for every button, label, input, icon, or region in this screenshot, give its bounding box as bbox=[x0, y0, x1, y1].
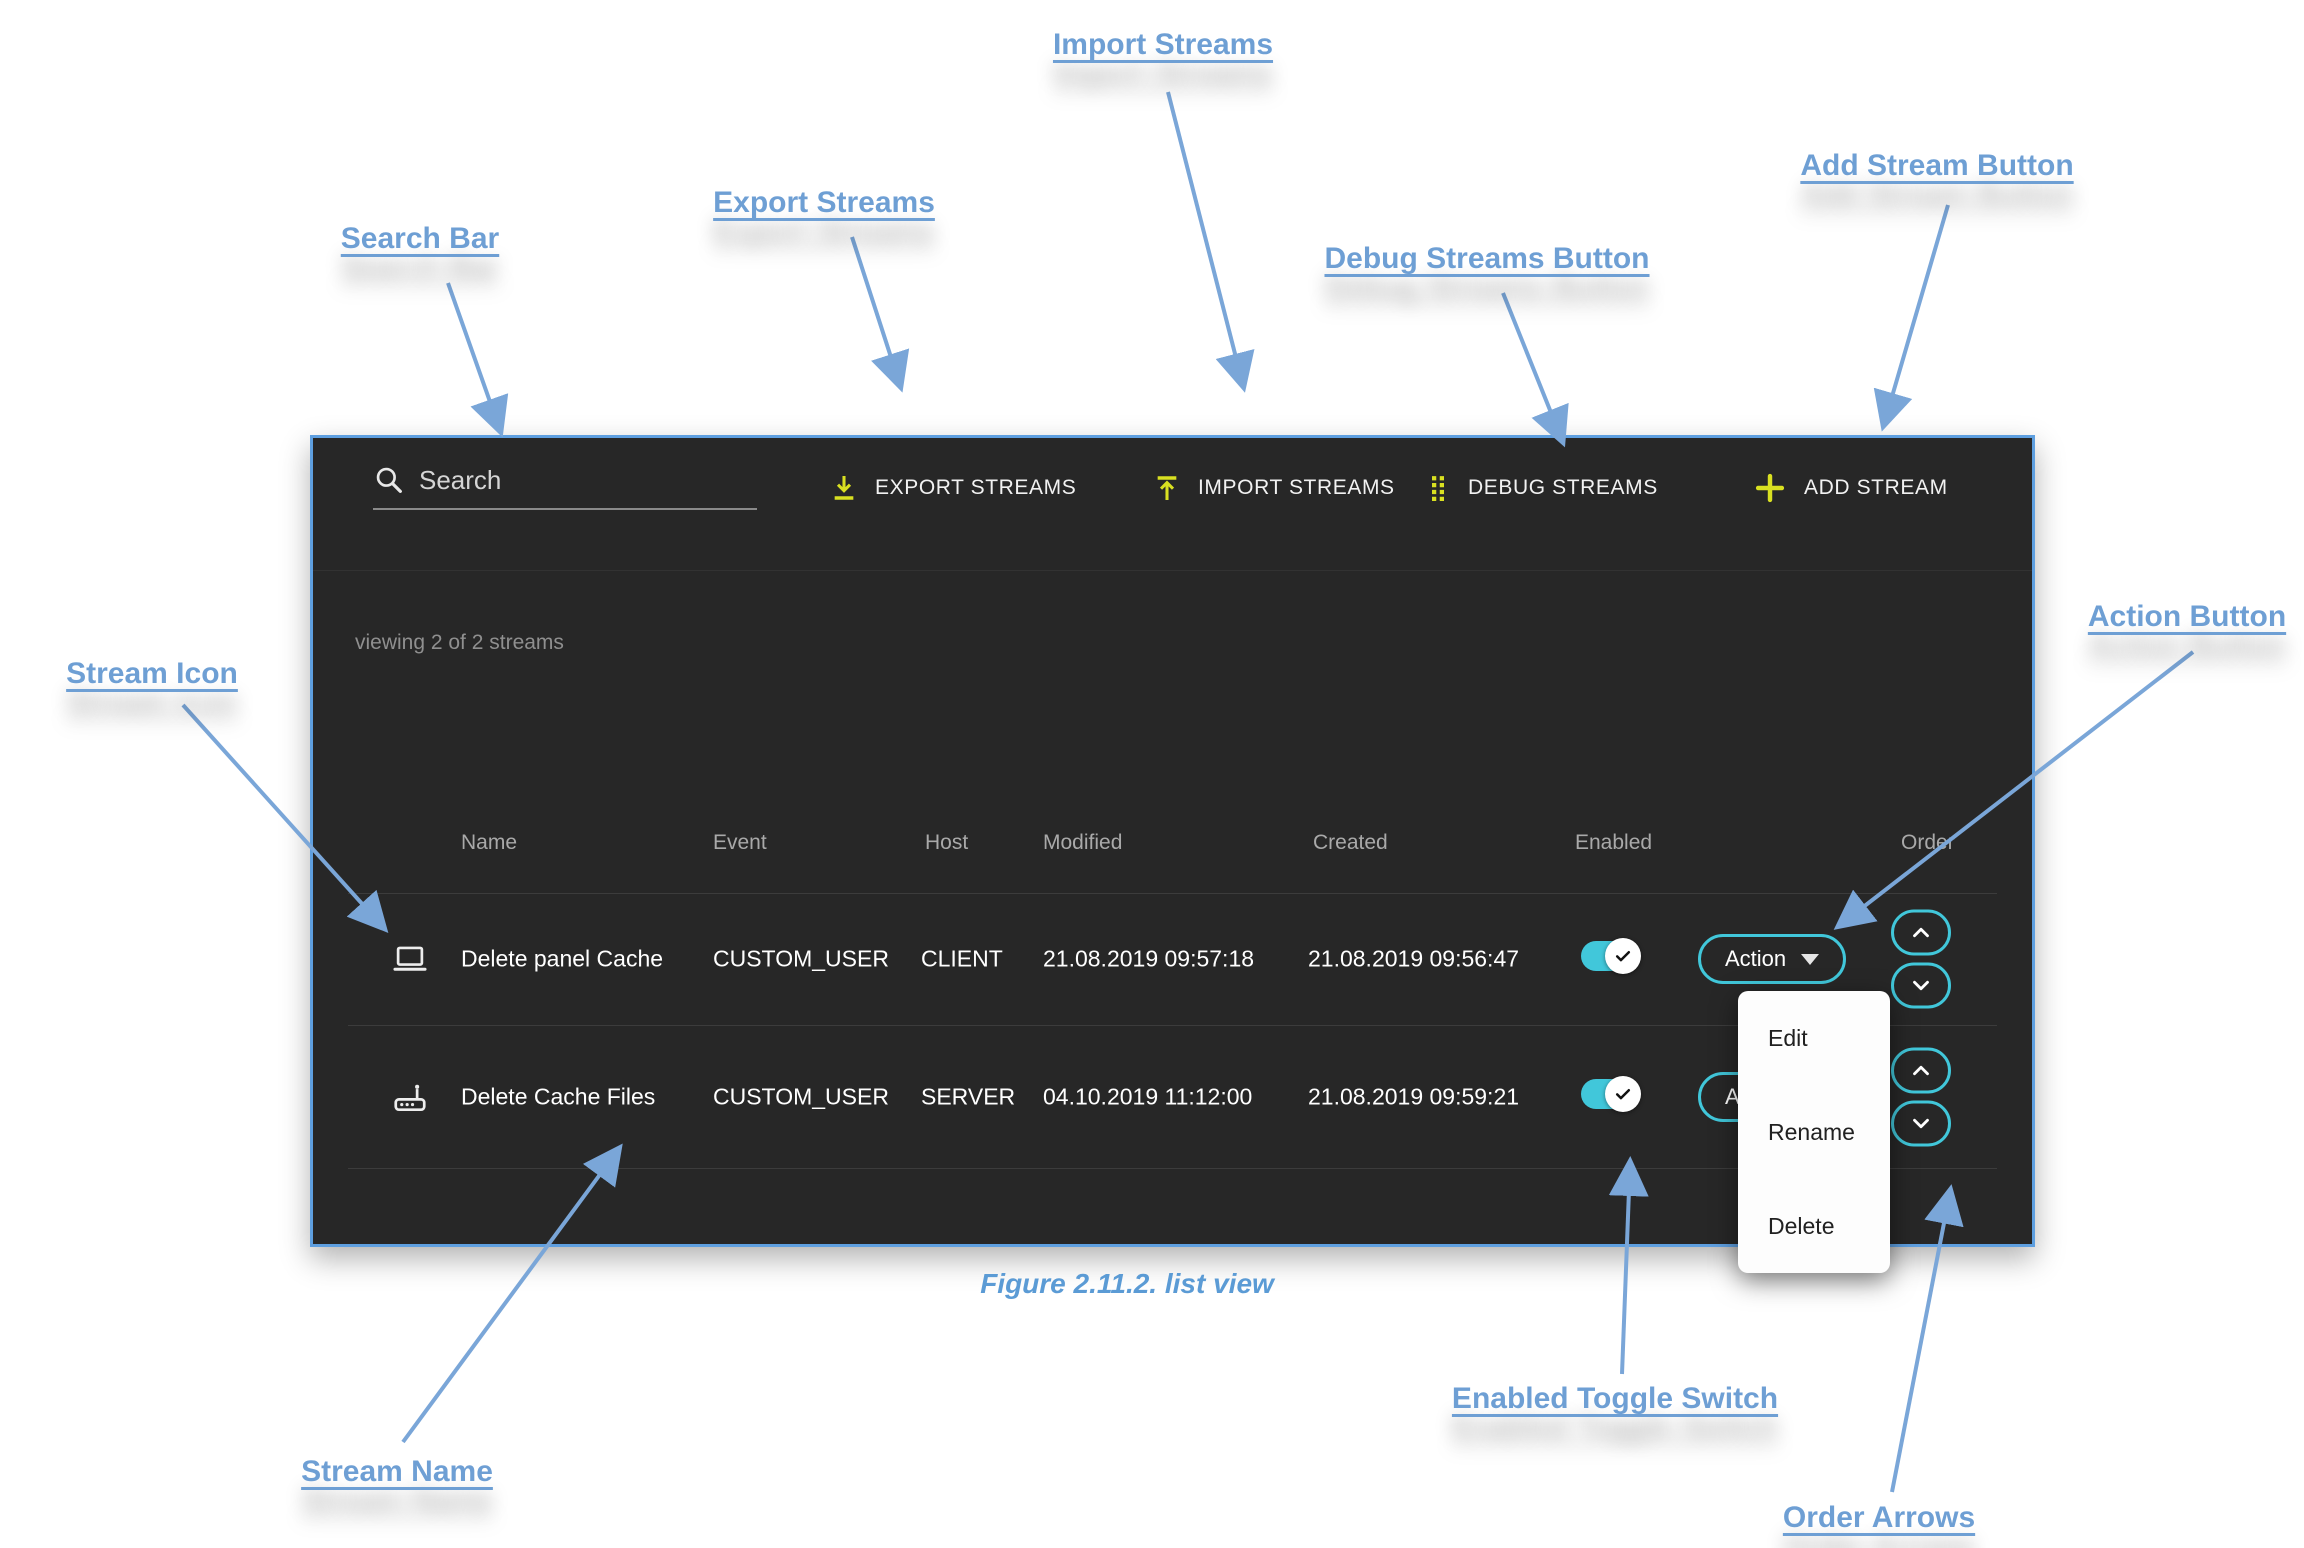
stream-created: 21.08.2019 09:59:21 bbox=[1308, 1083, 1520, 1109]
debug-streams-button[interactable]: DEBUG STREAMS bbox=[1423, 466, 1658, 510]
dots-grid-icon bbox=[1423, 473, 1453, 503]
router-icon bbox=[391, 1078, 429, 1116]
search-icon bbox=[373, 464, 405, 496]
plus-icon bbox=[1751, 469, 1789, 507]
stream-event: CUSTOM_USER bbox=[713, 945, 889, 972]
stream-host: SERVER bbox=[921, 1083, 1016, 1109]
row-divider bbox=[348, 1168, 1997, 1169]
table-row: Delete panel Cache CUSTOM_USER CLIENT 21… bbox=[313, 893, 2032, 1025]
menu-item-delete[interactable]: Delete bbox=[1768, 1212, 1835, 1239]
upload-icon bbox=[1151, 472, 1183, 504]
stream-count-status: viewing 2 of 2 streams bbox=[355, 631, 564, 654]
stream-modified: 21.08.2019 09:57:18 bbox=[1043, 945, 1255, 972]
chevron-up-icon bbox=[1913, 927, 1929, 938]
import-streams-label: IMPORT STREAMS bbox=[1198, 476, 1395, 499]
chevron-up-icon bbox=[1913, 1065, 1929, 1075]
column-header-enabled: Enabled bbox=[1575, 831, 1653, 854]
add-stream-label: ADD STREAM bbox=[1804, 476, 1948, 499]
streams-panel: EXPORT STREAMS IMPORT STREAMS DEBUG STRE… bbox=[310, 435, 2035, 1273]
caret-down-icon bbox=[1801, 953, 1820, 965]
stream-created: 21.08.2019 09:56:47 bbox=[1308, 945, 1520, 972]
annotation-export-streams: Export Streams bbox=[713, 186, 935, 219]
column-header-host: Host bbox=[925, 831, 969, 854]
figure-caption: Figure 2.11.2. list view bbox=[980, 1268, 1274, 1299]
action-button[interactable]: Action bbox=[1698, 934, 1847, 984]
annotation-search-bar: Search Bar bbox=[340, 222, 500, 255]
chevron-down-icon bbox=[1913, 1118, 1929, 1128]
laptop-icon bbox=[391, 940, 429, 978]
action-button-label: Action bbox=[1725, 946, 1787, 971]
export-streams-button[interactable]: EXPORT STREAMS bbox=[828, 466, 1076, 510]
chevron-down-icon bbox=[1913, 980, 1929, 991]
annotation-enabled-toggle: Enabled Toggle Switch bbox=[1451, 1382, 1779, 1415]
column-header-order: Order bbox=[1901, 831, 1955, 854]
debug-streams-label: DEBUG STREAMS bbox=[1468, 476, 1658, 499]
toggle-check-icon bbox=[1605, 1075, 1641, 1112]
arrow-add-stream bbox=[1873, 204, 1950, 432]
annotation-order-arrows: Order Arrows bbox=[1782, 1501, 1976, 1534]
column-header-modified: Modified bbox=[1043, 831, 1123, 854]
stream-modified: 04.10.2019 11:12:00 bbox=[1043, 1083, 1253, 1109]
column-header-name: Name bbox=[461, 831, 518, 854]
annotation-action-button: Action Button bbox=[2087, 600, 2287, 633]
column-header-created: Created bbox=[1313, 831, 1388, 854]
import-streams-button[interactable]: IMPORT STREAMS bbox=[1151, 466, 1395, 510]
search-input[interactable] bbox=[419, 464, 739, 496]
arrow-export-streams bbox=[850, 236, 910, 393]
add-stream-button[interactable]: ADD STREAM bbox=[1751, 466, 1948, 510]
arrow-debug-streams bbox=[1501, 292, 1569, 448]
search-bar[interactable] bbox=[373, 464, 757, 510]
enabled-toggle[interactable] bbox=[1581, 938, 1641, 974]
order-up-button[interactable] bbox=[1891, 909, 1951, 956]
order-down-button[interactable] bbox=[1891, 1100, 1951, 1146]
stream-event: CUSTOM_USER bbox=[713, 1083, 889, 1109]
download-icon bbox=[828, 472, 860, 504]
toolbar-divider bbox=[313, 570, 2032, 571]
action-dropdown-menu: Edit Rename Delete bbox=[1738, 991, 1890, 1273]
annotation-add-stream: Add Stream Button bbox=[1800, 149, 2074, 182]
annotation-stream-name: Stream Name bbox=[301, 1455, 493, 1488]
order-down-button[interactable] bbox=[1891, 962, 1951, 1009]
arrow-search-bar bbox=[446, 282, 509, 438]
toggle-check-icon bbox=[1605, 938, 1641, 974]
stream-name: Delete Cache Files bbox=[461, 1083, 656, 1109]
annotation-debug-streams: Debug Streams Button bbox=[1324, 242, 1650, 275]
menu-item-edit[interactable]: Edit bbox=[1768, 1024, 1808, 1051]
stream-name: Delete panel Cache bbox=[461, 945, 664, 972]
column-header-event: Event bbox=[713, 831, 767, 854]
order-up-button[interactable] bbox=[1891, 1047, 1951, 1093]
stream-host: CLIENT bbox=[921, 945, 1003, 972]
annotation-stream-icon: Stream Icon bbox=[66, 657, 238, 690]
row-divider bbox=[348, 893, 1997, 894]
annotation-import-streams: Import Streams bbox=[1052, 28, 1274, 61]
arrow-import-streams bbox=[1166, 91, 1255, 393]
menu-item-rename[interactable]: Rename bbox=[1768, 1118, 1855, 1145]
enabled-toggle[interactable] bbox=[1581, 1075, 1641, 1112]
export-streams-label: EXPORT STREAMS bbox=[875, 476, 1077, 499]
row-divider bbox=[348, 1025, 1997, 1026]
